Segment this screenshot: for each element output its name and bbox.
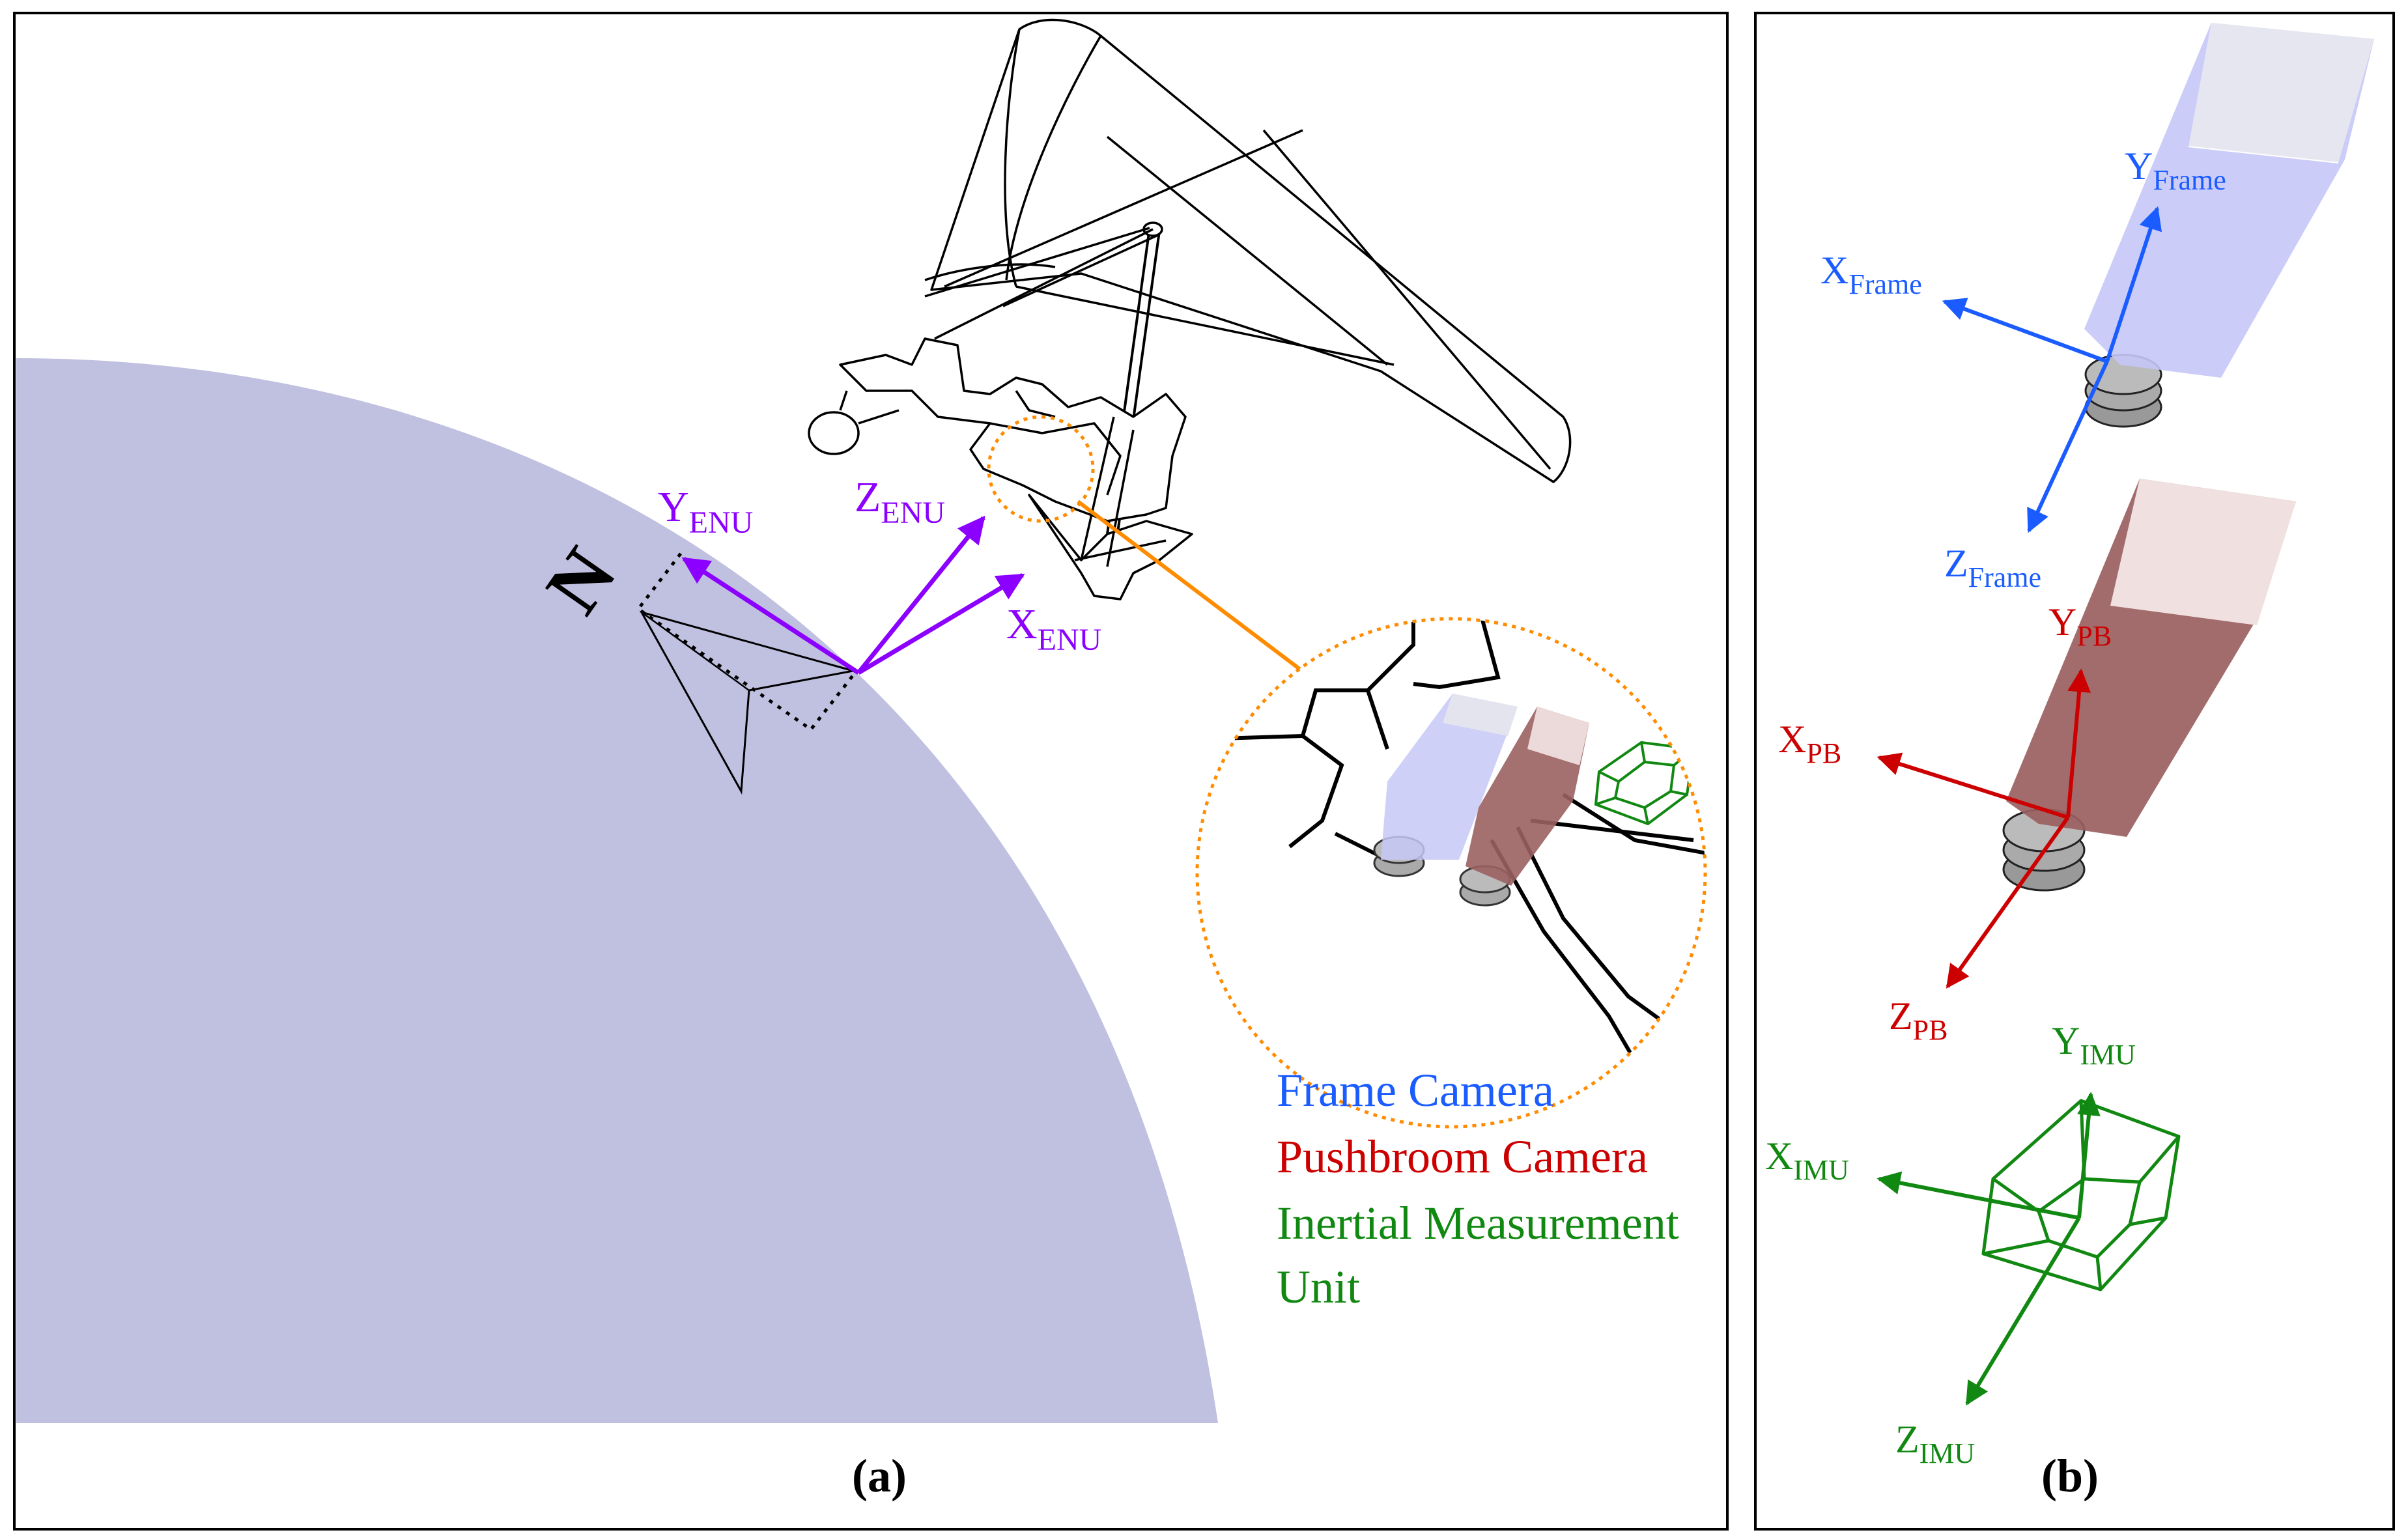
pb-z-axis — [1946, 816, 2070, 989]
enu-x-axis — [857, 572, 1025, 675]
earth-surface — [16, 358, 1218, 1423]
panel-a-border — [13, 12, 1729, 1531]
caption-b: (b) — [2041, 1450, 2099, 1502]
pb-axes: YPB XPB ZPB — [1778, 600, 2112, 1046]
pb-z-label: ZPB — [1889, 995, 1948, 1046]
zoom-frame-camera — [1373, 694, 1518, 877]
imu-axes: YIMU XIMU ZIMU — [1765, 1019, 2136, 1469]
zoom-detail-border — [1195, 617, 1707, 1129]
pb-y-label: YPB — [2048, 600, 2112, 652]
zoom-pushbroom-camera — [1459, 707, 1589, 907]
zoom-indicator — [987, 415, 1339, 699]
enu-z-label: ZENU — [855, 473, 945, 530]
caption-a: (a) — [852, 1450, 907, 1502]
zoom-source-circle — [987, 415, 1095, 523]
imu-z-axis — [1965, 1217, 2081, 1406]
legend-imu: Inertial Measurement — [1277, 1197, 1679, 1249]
enu-axes: YENU ZENU XENU — [658, 473, 1101, 675]
panel-b-border — [1754, 12, 2395, 1531]
legend-pushbroom-camera: Pushbroom Camera — [1277, 1131, 1648, 1183]
pb-y-axis — [2066, 668, 2091, 818]
enu-z-axis — [857, 515, 985, 675]
frame-z-label: ZFrame — [1944, 542, 2041, 593]
zoom-arrow — [1077, 500, 1339, 699]
frame-axes: YFrame XFrame ZFrame — [1820, 145, 2226, 593]
pb-x-label: XPB — [1778, 718, 1841, 769]
enu-x-label: XENU — [1006, 600, 1101, 657]
legend-imu-cont: Unit — [1277, 1261, 1360, 1313]
imu-z-label: ZIMU — [1895, 1418, 1975, 1469]
imu-y-axis — [2077, 1092, 2101, 1219]
legend: Frame Camera Pushbroom Camera Inertial M… — [1277, 1064, 1679, 1313]
legend-frame-camera: Frame Camera — [1277, 1064, 1554, 1116]
enu-y-axis — [681, 557, 860, 675]
frame-y-axis — [2105, 206, 2162, 362]
enu-y-label: YENU — [658, 483, 753, 540]
ultralight-aircraft — [808, 18, 1572, 600]
imu-x-axis — [1877, 1171, 2080, 1220]
frame-y-label: YFrame — [2125, 145, 2226, 196]
pb-x-axis — [1877, 752, 2069, 819]
frame-x-label: XFrame — [1820, 249, 1922, 300]
imu-y-label: YIMU — [2052, 1019, 2136, 1071]
frame-z-axis — [2027, 360, 2109, 533]
frame-camera-model — [2084, 23, 2374, 428]
pushbroom-camera-model — [2002, 479, 2296, 892]
frame-x-axis — [1942, 298, 2108, 363]
imu-x-label: XIMU — [1765, 1135, 1849, 1186]
zoom-detail — [1195, 617, 1707, 1129]
